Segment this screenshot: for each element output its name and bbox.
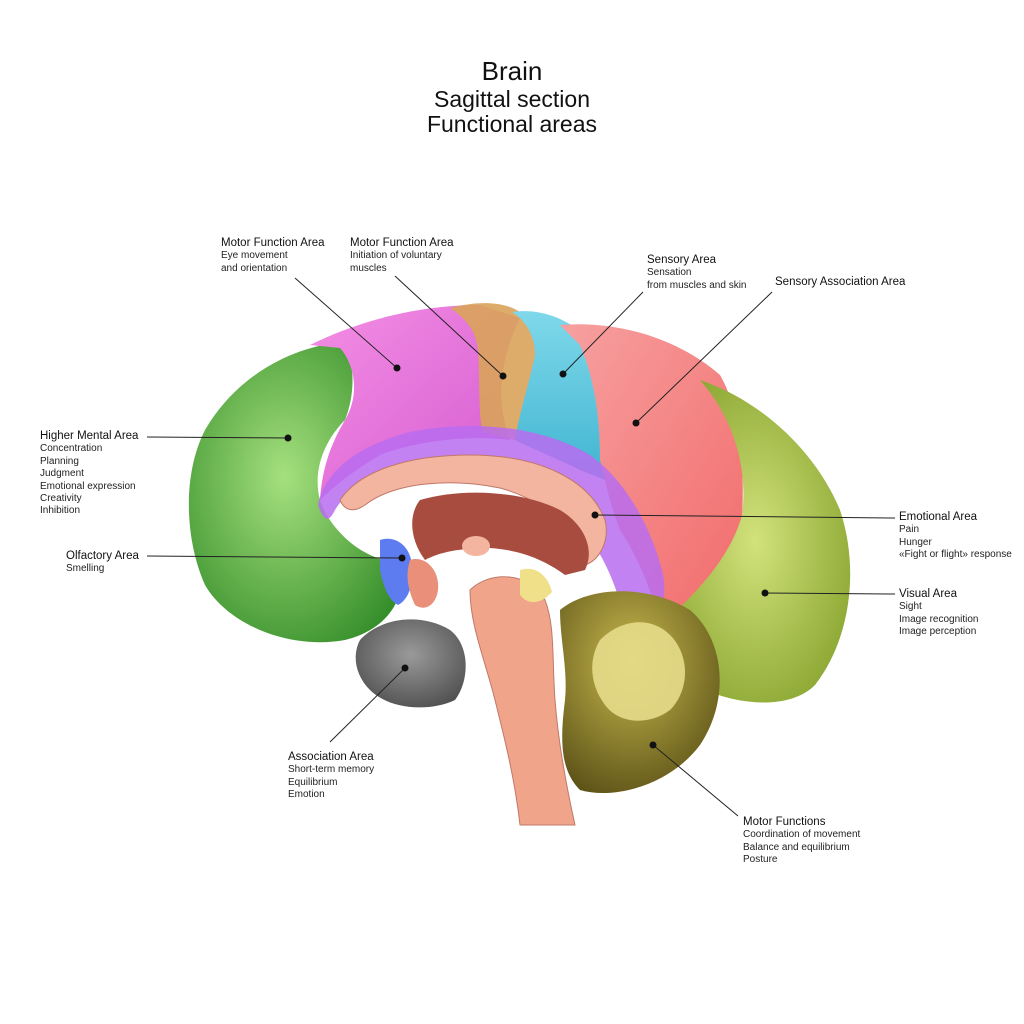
label-detail: Planning (40, 455, 79, 467)
dot-higher-mental (284, 434, 292, 442)
higher-mental-area-region (188, 342, 400, 643)
label-emotional-area: Emotional Area Pain Hunger «Fight or fli… (899, 511, 1012, 562)
label-heading: Association Area (288, 751, 374, 763)
label-detail: Inhibition (40, 505, 81, 517)
label-detail: Emotional expression (40, 480, 136, 492)
sensory-association-region (560, 324, 743, 625)
label-heading: Sensory Association Area (775, 276, 906, 288)
label-detail: Balance and equilibrium (743, 841, 850, 853)
label-detail: Creativity (40, 493, 82, 505)
leader-association (329, 667, 406, 743)
label-detail: and orientation (221, 262, 288, 274)
leader-emotional (594, 514, 896, 519)
label-detail: from muscles and skin (647, 279, 747, 291)
label-heading: Emotional Area (899, 511, 977, 523)
title-sagittal-section: Sagittal section (434, 86, 590, 112)
label-detail: «Fight or flight» response (899, 549, 1012, 561)
label-detail: Smelling (66, 563, 105, 575)
leader-olfactory (146, 555, 403, 559)
label-detail: Pain (899, 524, 920, 536)
dot-visual (761, 589, 769, 597)
dot-motor-eye (393, 364, 401, 372)
label-detail: Posture (743, 854, 778, 866)
label-sensory-association-area: Sensory Association Area (775, 276, 905, 289)
label-motor-function-voluntary: Motor Function Area Initiation of volunt… (350, 237, 454, 275)
dot-association (401, 664, 409, 672)
dot-sensory (559, 370, 567, 378)
arbor-vitae (592, 622, 685, 721)
leader-visual (764, 592, 896, 595)
label-heading: Visual Area (899, 588, 957, 600)
label-detail: Concentration (40, 443, 103, 455)
dot-motor-voluntary (499, 372, 507, 380)
leader-motor-functions (652, 744, 739, 817)
olfactory-region (380, 538, 413, 605)
dot-olfactory (398, 554, 406, 562)
label-sensory-area: Sensory Area Sensation from muscles and … (647, 254, 746, 292)
thalamus (412, 492, 589, 575)
label-detail: Hunger (899, 536, 932, 548)
label-motor-function-eye: Motor Function Area Eye movement and ori… (221, 237, 325, 275)
label-heading: Olfactory Area (66, 550, 139, 562)
title-brain: Brain (481, 56, 543, 86)
label-heading: Motor Function Area (350, 237, 454, 249)
label-higher-mental-area: Higher Mental Area Concentration Plannin… (40, 430, 138, 518)
leader-sensory-assoc (635, 291, 773, 424)
label-olfactory-area: Olfactory Area Smelling (66, 550, 139, 576)
motor-voluntary-region (450, 303, 537, 440)
label-association-area: Association Area Short-term memory Equil… (288, 751, 374, 802)
emotional-region (318, 425, 665, 625)
leader-higher-mental (146, 436, 289, 439)
label-detail: Initiation of voluntary (350, 250, 442, 262)
label-detail: Coordination of movement (743, 829, 861, 841)
label-heading: Motor Function Area (221, 237, 325, 249)
label-heading: Sensory Area (647, 254, 717, 266)
label-heading: Higher Mental Area (40, 430, 139, 442)
label-detail: Sight (899, 601, 922, 613)
visual-region (660, 380, 851, 703)
thalamus-nucleus (462, 536, 490, 556)
label-detail: Equilibrium (288, 776, 338, 788)
association-region (355, 619, 466, 708)
dot-sensory-assoc (632, 419, 640, 427)
label-detail: Judgment (40, 468, 84, 480)
label-detail: Short-term memory (288, 764, 375, 776)
label-heading: Motor Functions (743, 816, 826, 828)
brainstem (469, 576, 576, 826)
dot-motor-functions (649, 741, 657, 749)
label-motor-functions: Motor Functions Coordination of movement… (743, 816, 860, 867)
label-detail: Sensation (647, 267, 692, 279)
leader-motor-voluntary (394, 275, 504, 377)
leader-sensory (562, 291, 644, 375)
leader-motor-eye (294, 277, 398, 369)
pons (520, 568, 552, 603)
label-detail: Image recognition (899, 613, 979, 625)
label-detail: muscles (350, 262, 387, 274)
label-detail: Eye movement (221, 250, 288, 262)
dot-emotional (591, 511, 599, 519)
hypothalamus (407, 559, 439, 608)
title-functional-areas: Functional areas (426, 111, 598, 137)
label-detail: Emotion (288, 789, 325, 801)
label-visual-area: Visual Area Sight Image recognition Imag… (899, 588, 979, 639)
label-detail: Image perception (899, 626, 977, 638)
